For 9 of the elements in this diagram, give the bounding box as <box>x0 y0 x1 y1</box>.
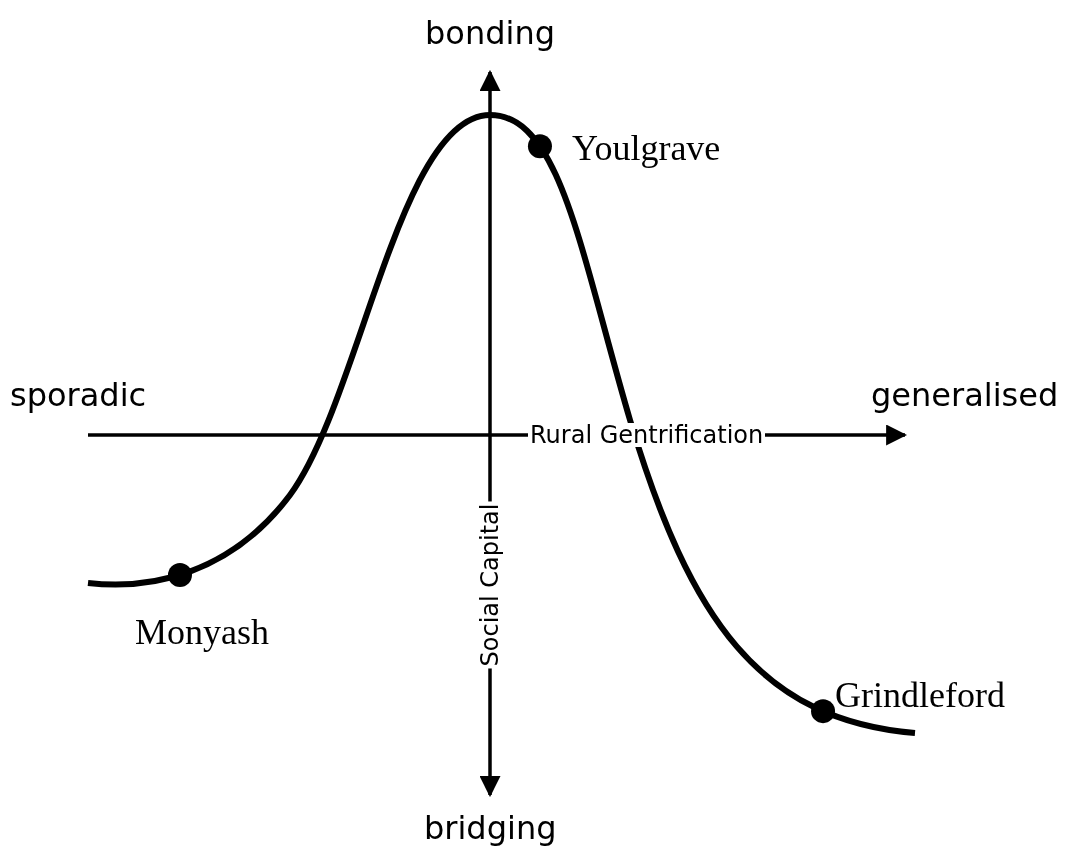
point-label: Grindleford <box>835 677 1005 713</box>
axis-end-label: bonding <box>425 17 555 49</box>
axis-end-label: generalised <box>871 379 1059 411</box>
axis-title: Social Capital <box>477 501 502 669</box>
axis-title: Rural Gentrification <box>528 423 766 447</box>
axis-end-label: sporadic <box>10 379 147 411</box>
axis-end-label: bridging <box>424 812 557 844</box>
point-label: Monyash <box>135 614 269 650</box>
point-label: Youlgrave <box>572 130 721 166</box>
